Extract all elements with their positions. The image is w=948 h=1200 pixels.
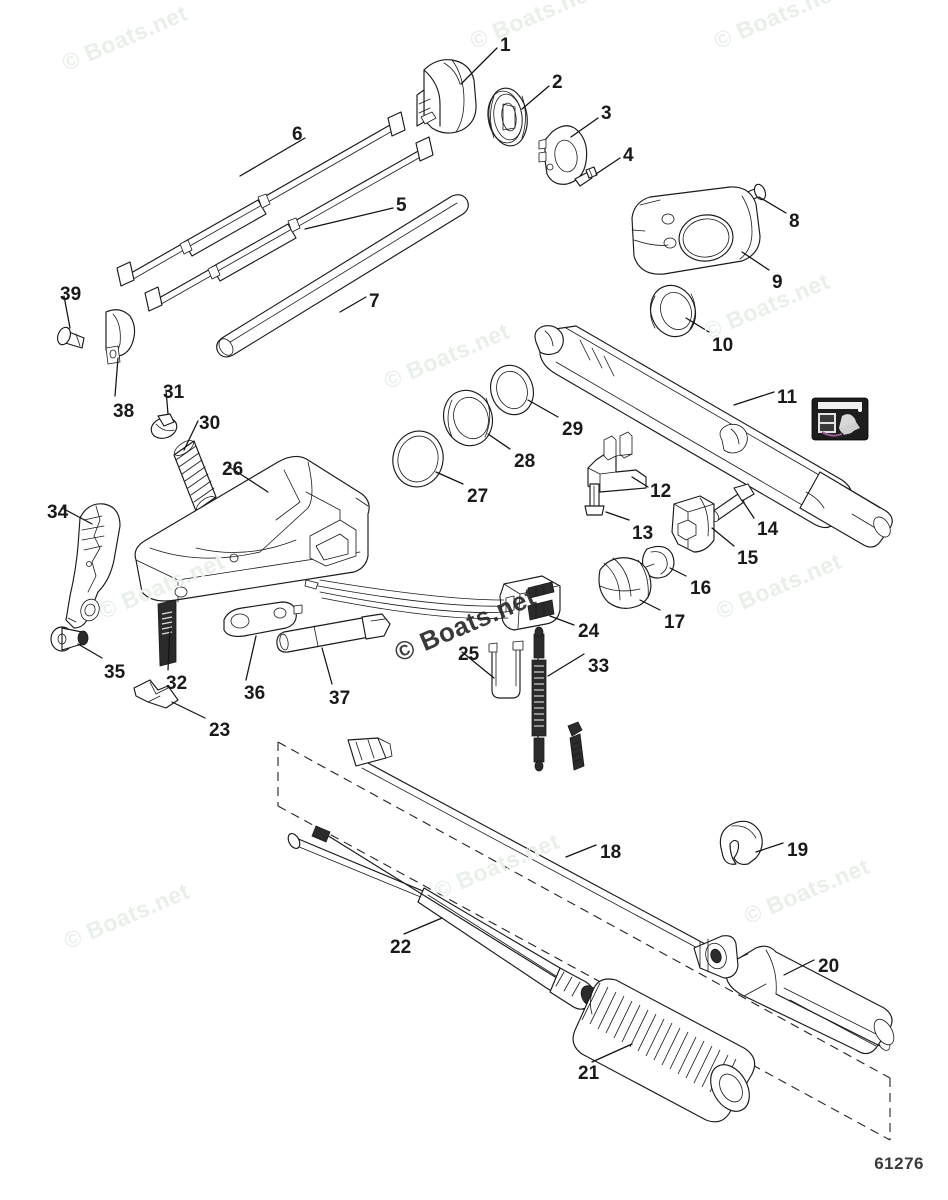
part-17-friction-knob: [598, 557, 652, 609]
part-30-spring: [173, 440, 217, 512]
callout-20-throttle-grip-shaft[interactable]: 20: [818, 956, 840, 977]
callout-7-tiller-handle-tube[interactable]: 7: [369, 291, 380, 312]
diagram-id-number: 61276: [874, 1154, 924, 1173]
callout-37-bolt-hex-long[interactable]: 37: [329, 688, 351, 709]
callout-6-shift-cable-assembly[interactable]: 6: [292, 124, 303, 145]
attention-warning-decal: [811, 397, 869, 441]
callout-32-decal-label-strip[interactable]: 32: [166, 673, 188, 694]
part-37-hex-bolt: [276, 613, 391, 653]
part-33-inner-wire: [531, 626, 547, 772]
callout-35-pivot-screw-lever[interactable]: 35: [104, 662, 126, 683]
callout-22-tiller-handle-inner-rod[interactable]: 22: [390, 937, 412, 958]
part-27-o-ring: [392, 430, 444, 488]
callout-5-throttle-cable-assembly[interactable]: 5: [396, 195, 407, 216]
part-38-bracket-catch: [105, 309, 136, 365]
callout-29-washer-ring[interactable]: 29: [562, 419, 584, 440]
callout-2-throttle-drum-pulley[interactable]: 2: [552, 72, 563, 93]
part-1-grip-cover: [416, 59, 477, 134]
callout-36-link-rod-connector[interactable]: 36: [244, 683, 266, 704]
part-34-shift-lever: [65, 503, 121, 629]
callout-28-seal-bushing-medium[interactable]: 28: [514, 451, 536, 472]
callout-18-stop-switch-lanyard-cable[interactable]: 18: [600, 842, 622, 863]
part-26-tiller-housing: [134, 455, 370, 603]
callout-26-tiller-handle-housing[interactable]: 26: [222, 459, 244, 480]
part-39-screw: [57, 326, 85, 349]
callout-13-screw-retainer[interactable]: 13: [632, 523, 654, 544]
callout-27-o-ring-large[interactable]: 27: [467, 486, 489, 507]
part-16-retaining-ring: [641, 545, 675, 579]
callout-15-clamp-block[interactable]: 15: [737, 548, 759, 569]
part-31-bushing-nut: [150, 413, 178, 439]
callout-23-retainer-clip-bracket[interactable]: 23: [209, 720, 231, 741]
part-35-pivot-screw: [50, 626, 89, 652]
part-19-c-clip: [719, 820, 763, 865]
part-36-link-rod: [223, 601, 303, 637]
part-21-grip-sleeve: [572, 978, 756, 1123]
part-7-handle-tube: [216, 194, 469, 358]
callout-34-shift-lever-handle[interactable]: 34: [47, 502, 69, 523]
callout-14-bolt-clamp[interactable]: 14: [757, 519, 779, 540]
part-15-clamp-block: [671, 495, 715, 553]
callout-4-screw-cam-plate[interactable]: 4: [623, 145, 634, 166]
part-3-cam-plate: [538, 125, 588, 185]
callout-25-u-clip-staple[interactable]: 25: [458, 644, 480, 665]
callout-31-bushing-nut[interactable]: 31: [163, 382, 185, 403]
part-4-screw: [574, 166, 598, 187]
callout-39-screw-shoulder[interactable]: 39: [60, 284, 82, 305]
part-25-u-clip: [488, 640, 524, 699]
callout-3-throttle-cam-plate[interactable]: 3: [601, 103, 612, 124]
part-32-decal-strip: [157, 599, 177, 667]
callout-11-tiller-arm-assembly[interactable]: 11: [777, 387, 798, 408]
part-6-shift-cable: [116, 111, 406, 287]
callout-19-clip-c-washer[interactable]: 19: [787, 840, 809, 861]
part-24-harness-connector: [304, 575, 561, 631]
callout-17-knob-friction-adjust[interactable]: 17: [664, 612, 686, 633]
callout-9-handle-bracket-housing[interactable]: 9: [772, 272, 783, 293]
part-5-throttle-cable: [144, 136, 434, 312]
part-13-screw: [584, 483, 605, 516]
part-2-throttle-drum: [487, 87, 528, 147]
part-11-tiller-arm: [534, 325, 893, 548]
leader-lines: [61, 47, 815, 1063]
callout-30-spring-compression[interactable]: 30: [199, 413, 221, 434]
callout-21-throttle-grip-sleeve[interactable]: 21: [578, 1063, 600, 1084]
callout-38-bracket-catch[interactable]: 38: [113, 401, 135, 422]
callout-33-throttle-cable-inner-wire[interactable]: 33: [588, 656, 610, 677]
assembly-group-dashed-outline: [277, 741, 891, 1141]
callout-8-screw-pivot[interactable]: 8: [789, 211, 800, 232]
part-9-bracket-housing: [631, 186, 761, 275]
part-22-inner-rod: [287, 825, 600, 1010]
part-20-grip-shaft: [693, 935, 895, 1055]
part-23-retainer-clip: [133, 679, 179, 709]
callout-10-seal-bushing[interactable]: 10: [712, 335, 734, 356]
part-12-retainer-bracket: [587, 431, 647, 493]
part-10-seal-bushing: [649, 284, 697, 338]
part-28-seal-bushing: [443, 389, 493, 447]
callout-1-tiller-handle-grip-cover[interactable]: 1: [500, 35, 511, 56]
part-29-washer-ring: [490, 364, 534, 416]
callout-16-retaining-ring[interactable]: 16: [690, 578, 712, 599]
callout-24-wiring-harness-connector[interactable]: 24: [578, 621, 600, 642]
callout-12-cable-retainer-bracket[interactable]: 12: [650, 481, 672, 502]
